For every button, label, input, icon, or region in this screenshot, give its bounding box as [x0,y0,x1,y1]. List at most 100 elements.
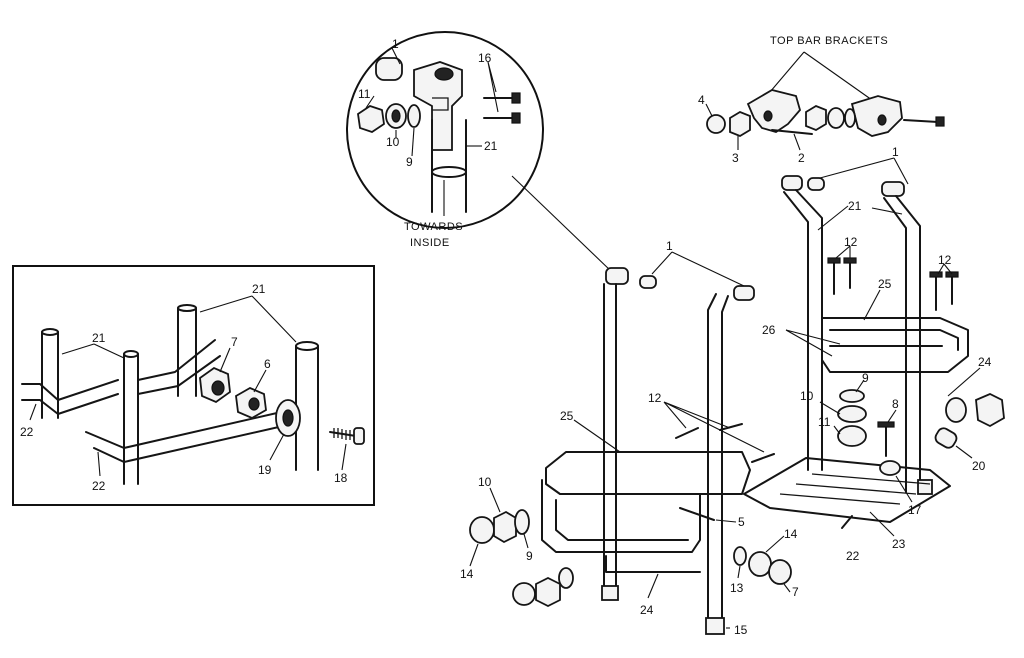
right-leader-25 [863,289,881,321]
front-leader-7 [783,583,791,593]
right-assembly: 1 21 12 12 25 26 24 9 [743,145,1005,563]
front-label-9: 9 [526,549,533,563]
detail-caption-line1: TOWARDS [404,221,463,233]
bracket-cap-4 [706,114,726,134]
detail-leader-9 [411,127,415,157]
detail-fitting-plate [432,97,449,111]
detail-fitting-bore [434,67,454,81]
detail-cap-1 [375,57,403,81]
right-leader-9 [855,379,865,393]
detail-connector [511,175,613,273]
front-lower-washer [558,567,574,589]
inset-frame [12,265,375,506]
front-spacer-14 [748,551,772,577]
inset-label-22-left: 22 [20,425,34,439]
detail-label-11: 11 [358,87,371,101]
right-upright-left [783,189,823,471]
front-label-24: 24 [640,603,654,617]
detail-washer-9 [407,104,421,128]
detail-spacer-10-hole [391,109,401,123]
inset-label-19: 19 [258,463,272,477]
right-leader-17 [895,475,913,503]
detail-fitting [413,61,463,151]
detail-label-9: 9 [406,155,413,169]
inset-leader-21b [61,343,125,359]
right-bolts-12b [935,275,953,311]
inset-arm-22b [85,409,293,463]
right-leader-26 [785,329,841,357]
front-leader-5 [715,519,737,523]
front-lower-cap [512,582,536,606]
inset-label-21-top: 21 [252,282,266,296]
front-label-15: 15 [734,623,748,637]
right-label-12a: 12 [844,235,858,249]
inset-leader-22a [29,403,37,421]
front-bracket-lower-inner [555,499,689,541]
right-label-20: 20 [972,459,986,473]
front-label-10: 10 [478,475,492,489]
bracket-nut-3 [729,110,751,138]
detail-bolts-16-shanks [483,97,513,119]
right-base-23-slats [779,473,931,505]
front-leader-14 [469,543,479,567]
front-label-13: 13 [730,581,744,595]
inset-label-6: 6 [264,357,271,371]
top-bar-brackets: TOP BAR BRACKETS 4 3 2 [698,35,945,165]
right-label-9: 9 [862,371,869,385]
bracket-pin [903,119,939,123]
front-upright-left [603,283,617,593]
front-leader-24 [647,573,659,599]
right-leader-21 [817,205,903,231]
inset-arm-22a [21,379,119,415]
inset-washer-19-hole [282,409,294,427]
right-bolt-12a-head [827,257,841,264]
detail-label-1: 1 [392,37,399,51]
bracket-a-hole [763,110,773,122]
front-bracket-lower [541,479,701,553]
bracket-a [746,89,801,133]
inset-nut-6-hole [248,397,260,411]
front-foot-left [601,585,619,601]
front-bolt-5 [679,507,715,521]
right-cap-1c [881,181,905,197]
bracket-mid-washer [844,108,856,128]
right-leader-12a [835,245,851,259]
right-label-21: 21 [848,199,862,213]
right-foot [917,479,933,495]
right-cap-20 [934,427,958,449]
front-label-25: 25 [560,409,574,423]
detail-bolt-16b-head [511,112,521,124]
right-cap-1b [807,177,825,191]
inset-label-18: 18 [334,471,348,485]
detail-label-16: 16 [478,51,492,65]
front-cap-1c [733,285,755,301]
detail-leader-11 [365,95,375,109]
right-bracket-25-inner [829,329,959,351]
detail-nut-11 [357,105,385,133]
right-nut-17 [879,460,901,476]
front-bracket-25 [545,451,751,495]
inset-bolt-18-thread [333,428,351,440]
bracket-leader-4 [705,103,713,117]
front-leader-1 [651,251,745,287]
front-assembly: 1 15 12 25 5 24 10 9 14 [460,239,799,637]
inset-detail: 21 21 7 6 22 22 19 18 [12,265,375,506]
front-cap-14 [469,516,495,544]
inset-label-7: 7 [231,335,238,349]
bracket-label-3: 3 [732,151,739,165]
bracket-label-4: 4 [698,93,705,107]
detail-leader-16 [487,61,499,113]
circle-detail: 1 16 11 10 9 21 TOWARDS INSIDE [346,31,613,273]
bracket-b [850,95,903,137]
right-leader-1 [819,157,909,185]
inset-leader-22b [97,451,101,477]
right-upright-right [883,195,921,493]
bracket-leader-2 [793,133,801,151]
right-leader-12b [937,263,953,275]
right-label-25: 25 [878,277,892,291]
right-bracket-25 [821,317,969,373]
bracket-b-hole [877,114,887,126]
right-bolt-8-head [877,421,895,428]
right-leader-11 [833,425,841,435]
